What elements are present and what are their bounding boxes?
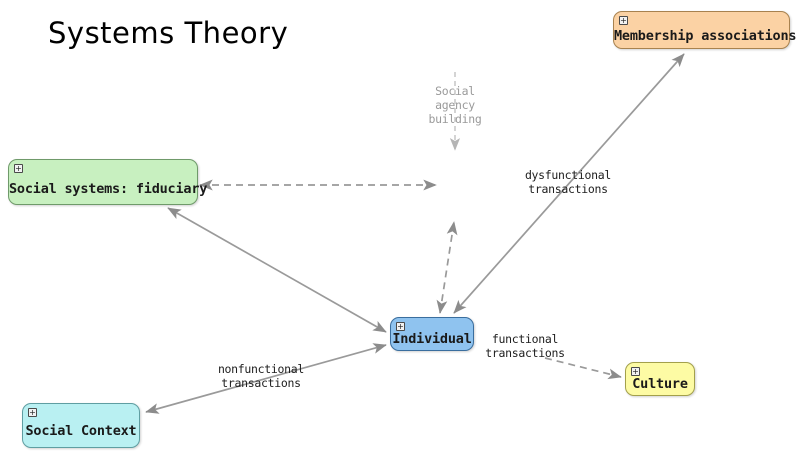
edge-label-nonfunctional-transactions: nonfunctional transactions [217,362,305,390]
edge-label-social-agency-building: Social agency building [428,84,482,126]
edge-individual-membership [453,53,685,314]
node-label: Individual [392,331,472,347]
expand-icon[interactable]: + [14,164,23,173]
node-label: Culture [632,376,688,392]
node-social-context[interactable]: + Social Context [22,403,140,448]
expand-icon[interactable]: + [619,16,628,25]
node-label: Social Context [25,423,137,439]
expand-icon[interactable]: + [631,367,640,376]
diagram-title: Systems Theory [48,16,289,50]
node-label: Social systems: fiduciary [9,181,208,197]
node-social-systems-fiduciary[interactable]: + Social systems: fiduciary [8,159,208,205]
edge-socialcontext-individual [145,343,387,414]
edge-label-dysfunctional-transactions: dysfunctional transactions [524,168,612,196]
expand-icon[interactable]: + [28,408,37,417]
node-membership-associations[interactable]: + Membership associations [613,11,797,49]
edge-label-functional-transactions: functional transactions [485,332,565,360]
edge-fiduciary-individual [167,207,387,333]
expand-icon[interactable]: + [396,322,405,331]
node-label: Membership associations [614,28,797,44]
edge-individual-vertical [436,221,458,314]
node-culture[interactable]: + Culture [625,362,695,396]
node-individual[interactable]: + Individual [390,317,474,351]
edge-individual-culture [544,357,622,380]
